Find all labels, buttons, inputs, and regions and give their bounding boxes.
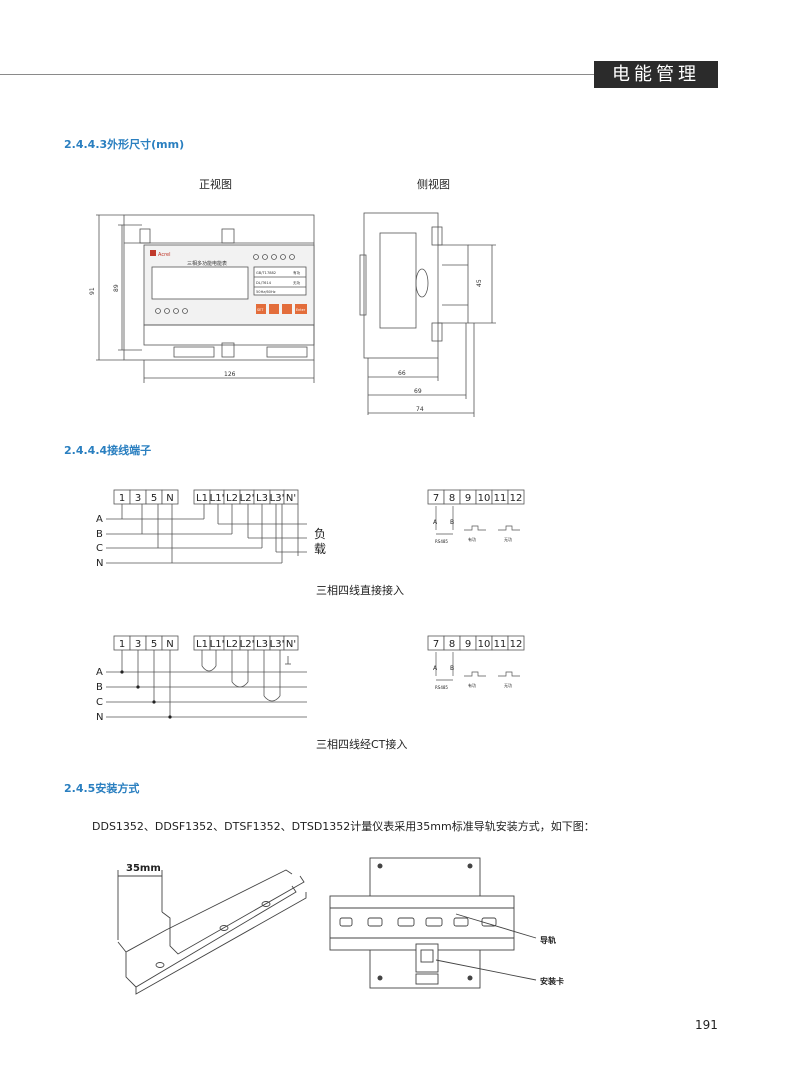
- terminal-load-label: N': [286, 639, 296, 650]
- svg-text:有功: 有功: [468, 682, 476, 688]
- device-name: 三相多功能电能表: [187, 260, 227, 267]
- terminal-comm-label: 7: [433, 639, 439, 650]
- front-view-drawing: Acrel 三相多功能电能表 GB/T17882 DL/T614 50Hz/60…: [89, 214, 315, 383]
- terminal-load-label: L3: [256, 639, 268, 650]
- terminal-comm-label: 12: [510, 639, 523, 650]
- device-brand: Acrel: [158, 252, 171, 258]
- terminal-left-label: 5: [151, 639, 157, 650]
- dim-89: 89: [113, 284, 120, 292]
- terminal-left-box: [161, 635, 179, 651]
- terminal-load-box: [283, 635, 299, 651]
- svg-text:有功: 有功: [468, 536, 476, 542]
- terminal-left-label: 3: [135, 493, 141, 504]
- svg-text:B: B: [450, 519, 454, 526]
- svg-text:B: B: [450, 665, 454, 672]
- page-number: 191: [695, 1018, 718, 1032]
- terminal-load-label: L1': [210, 639, 225, 650]
- svg-text:A: A: [96, 514, 103, 525]
- svg-text:B: B: [96, 682, 103, 693]
- svg-text:N: N: [96, 558, 103, 569]
- terminal-left-label: 5: [151, 493, 157, 504]
- terminal-left-label: 1: [119, 639, 125, 650]
- section-title-install: 2.4.5安装方式: [64, 782, 140, 795]
- terminal-load-label: L2': [240, 493, 255, 504]
- terminal-comm-label: 9: [465, 493, 471, 504]
- terminal-load-label: L2': [240, 639, 255, 650]
- terminal-load-label: L3': [270, 493, 285, 504]
- svg-text:无功: 无功: [504, 536, 512, 542]
- svg-text:N: N: [96, 712, 103, 723]
- label-clip: 安装卡: [540, 976, 564, 986]
- terminal-load-label: L2: [226, 493, 238, 504]
- svg-text:A: A: [433, 665, 438, 672]
- svg-text:无功: 无功: [504, 682, 512, 688]
- svg-text:50Hz/60Hz: 50Hz/60Hz: [256, 290, 276, 294]
- terminal-load-label: L1: [196, 493, 208, 504]
- terminal-load-label: N': [286, 493, 296, 504]
- svg-text:有功: 有功: [293, 270, 301, 275]
- terminal-load-label: L3: [256, 493, 268, 504]
- terminal-comm-label: 8: [449, 639, 455, 650]
- chapter-title: 电能管理: [594, 61, 718, 88]
- svg-text:DL/T614: DL/T614: [256, 281, 272, 285]
- din-rail-drawing: 35mm: [117, 863, 307, 995]
- terminal-comm-box: [507, 489, 525, 505]
- label-rail: 导轨: [540, 935, 556, 945]
- terminal-left-label: N: [166, 493, 173, 504]
- svg-text:无功: 无功: [293, 280, 301, 285]
- load-label-top: 负: [314, 527, 326, 541]
- svg-text:B: B: [96, 529, 103, 540]
- svg-text:RS485: RS485: [435, 539, 448, 544]
- terminal-load-box: [283, 489, 299, 505]
- terminal-comm-label: 11: [494, 493, 507, 504]
- terminal-comm-box: [507, 635, 525, 651]
- svg-text:SET: SET: [257, 308, 264, 312]
- terminal-comm-label: 8: [449, 493, 455, 504]
- rail-mount-drawing: 导轨 安装卡: [329, 857, 564, 989]
- svg-text:A: A: [433, 519, 438, 526]
- dim-126: 126: [224, 371, 236, 378]
- dim-74: 74: [416, 406, 424, 413]
- terminal-load-label: L1': [210, 493, 225, 504]
- svg-text:C: C: [96, 697, 103, 708]
- svg-text:Enter: Enter: [296, 308, 306, 312]
- section-title-terminals: 2.4.4.4接线端子: [64, 444, 152, 457]
- caption-direct: 三相四线直接接入: [316, 584, 404, 597]
- terminal-comm-label: 10: [478, 493, 491, 504]
- svg-text:RS485: RS485: [435, 685, 448, 690]
- terminal-left-label: 1: [119, 493, 125, 504]
- rail-width-label: 35mm: [126, 863, 161, 874]
- dim-66: 66: [398, 370, 406, 377]
- terminal-comm-label: 12: [510, 493, 523, 504]
- svg-text:C: C: [96, 543, 103, 554]
- terminal-comm-label: 9: [465, 639, 471, 650]
- side-view-label: 侧视图: [417, 178, 450, 191]
- section-title-dimensions: 2.4.4.3外形尺寸(mm): [64, 138, 185, 151]
- terminal-left-label: N: [166, 639, 173, 650]
- svg-text:GB/T17882: GB/T17882: [256, 271, 276, 275]
- terminal-left-box: [161, 489, 179, 505]
- terminal-load-label: L3': [270, 639, 285, 650]
- front-view-label: 正视图: [199, 178, 232, 191]
- dim-91: 91: [89, 287, 96, 295]
- caption-ct: 三相四线经CT接入: [316, 738, 408, 751]
- side-view-drawing: 45 66 69 74: [359, 212, 496, 417]
- terminal-left-label: 3: [135, 639, 141, 650]
- terminal-comm-label: 11: [494, 639, 507, 650]
- terminal-comm-label: 10: [478, 639, 491, 650]
- dim-69: 69: [414, 388, 422, 395]
- header-rule: [0, 74, 594, 75]
- svg-text:A: A: [96, 667, 103, 678]
- install-description: DDS1352、DDSF1352、DTSF1352、DTSD1352计量仪表采用…: [92, 820, 595, 833]
- terminal-load-label: L2: [226, 639, 238, 650]
- terminal-load-label: L1: [196, 639, 208, 650]
- terminal-comm-label: 7: [433, 493, 439, 504]
- load-label-bottom: 载: [314, 542, 326, 556]
- dim-45: 45: [476, 279, 483, 287]
